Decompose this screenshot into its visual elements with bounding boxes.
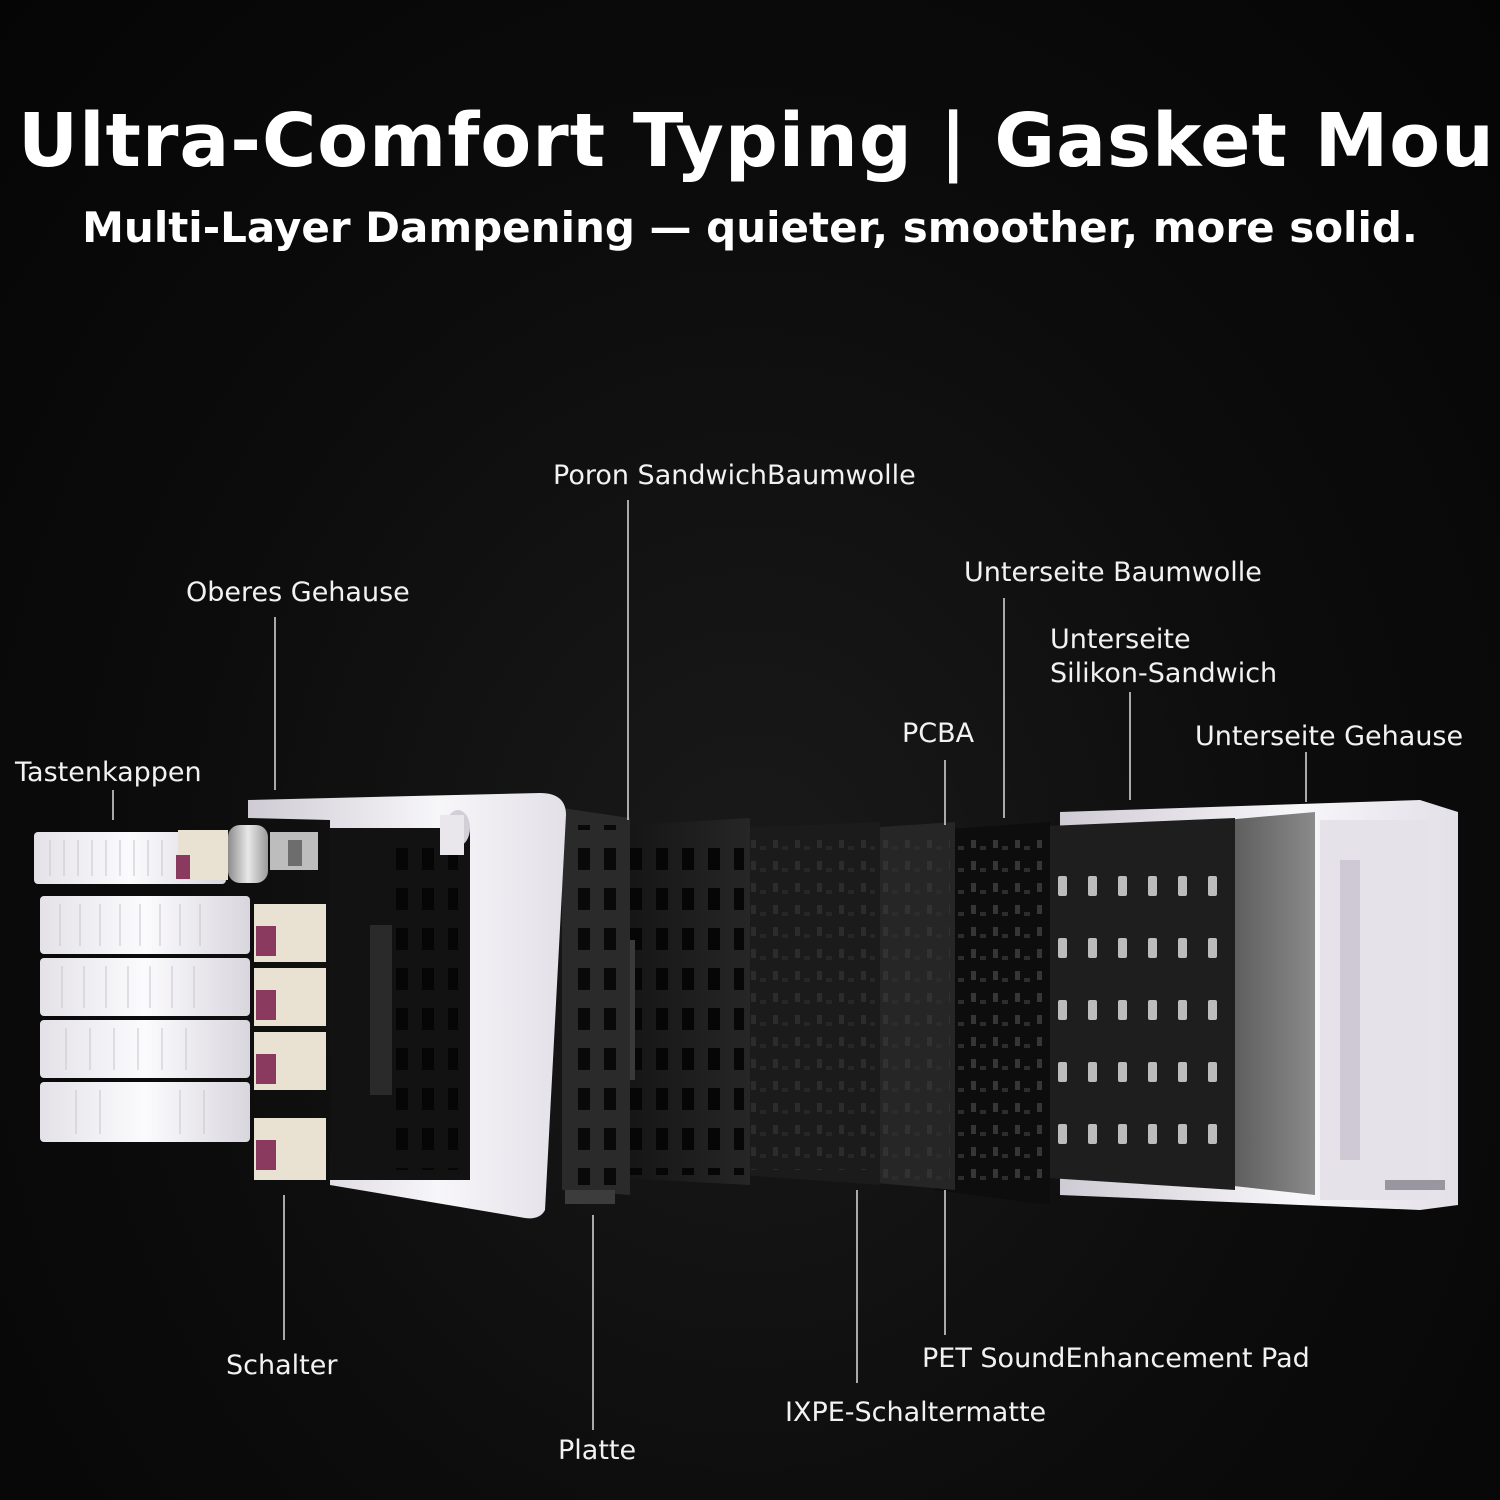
- label-bottom-foam: Unterseite Baumwolle: [964, 557, 1262, 588]
- label-switches: Schalter: [226, 1350, 338, 1381]
- label-pcba: PCBA: [902, 718, 975, 749]
- keycap-row: [40, 1020, 250, 1078]
- stabilizer-knob: [228, 825, 318, 883]
- pet-sound-pad-layer: [865, 822, 955, 1190]
- label-silicone-line1: Unterseite: [1050, 624, 1191, 655]
- ixpe-switch-mat-layer: [740, 822, 880, 1185]
- label-plate: Platte: [558, 1435, 637, 1466]
- top-case: [248, 793, 566, 1219]
- bottom-silicone-layer: [1225, 812, 1315, 1195]
- label-pet-pad: PET SoundEnhancement Pad: [922, 1343, 1310, 1374]
- keycap-row: [40, 896, 250, 954]
- plate-layer: [562, 808, 630, 1204]
- bottom-foam-layer: [1048, 818, 1235, 1190]
- label-silicone-line2: Silikon-Sandwich: [1050, 658, 1278, 689]
- subheadline: Multi-Layer Dampening — quieter, smoothe…: [82, 203, 1418, 252]
- label-bottom-case: Unterseite Gehause: [1195, 721, 1464, 752]
- keycap-row: [40, 1082, 250, 1142]
- label-ixpe-mat: IXPE-Schaltermatte: [785, 1397, 1047, 1428]
- headline: Ultra-Comfort Typing | Gasket Mount: [18, 98, 1500, 184]
- keycap-row: [40, 958, 250, 1016]
- leader-lines: [112, 500, 1307, 1430]
- label-top-case: Oberes Gehause: [186, 577, 410, 608]
- label-keycaps: Tastenkappen: [15, 757, 202, 788]
- label-poron-foam: Poron SandwichBaumwolle: [553, 460, 916, 491]
- switch-column: [176, 830, 326, 1180]
- pcba-layer: [935, 822, 1050, 1205]
